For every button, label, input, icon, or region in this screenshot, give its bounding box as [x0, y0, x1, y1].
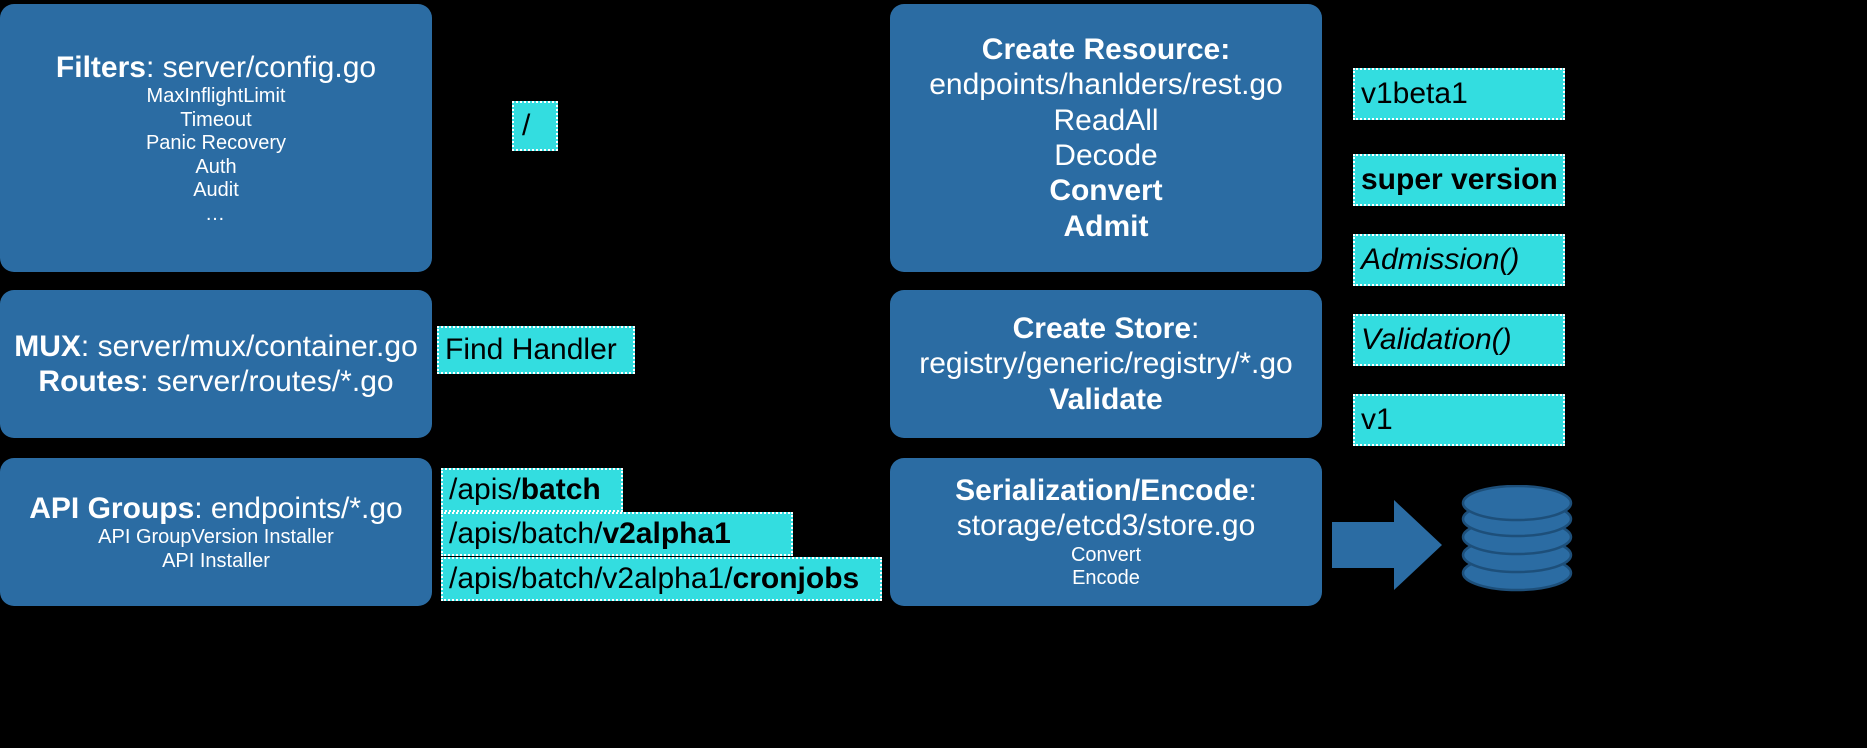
api-groups-header: API Groups: endpoints/*.go	[29, 491, 403, 526]
filters-item-4: Audit	[193, 179, 239, 202]
api-groups-box: API Groups: endpoints/*.go API GroupVers…	[0, 458, 432, 606]
api-groups-header-rest: : endpoints/*.go	[194, 491, 403, 525]
filters-box: Filters: server/config.go MaxInflightLim…	[0, 4, 432, 272]
filters-header: Filters: server/config.go	[56, 50, 376, 85]
serialization-path: storage/etcd3/store.go	[956, 509, 1256, 543]
path-label-v2alpha1-prefix: /apis/batch/	[449, 517, 603, 550]
arrow-to-datastore-icon	[1332, 500, 1442, 590]
path-label-batch-bold: batch	[520, 473, 601, 506]
root-path-label[interactable]: /	[512, 101, 558, 151]
version-label-v1beta1[interactable]: v1beta1	[1353, 68, 1565, 120]
create-resource-step-convert: Convert	[1049, 174, 1163, 208]
filters-item-3: Auth	[195, 155, 237, 178]
filters-item-2: Panic Recovery	[145, 132, 287, 155]
version-label-validation[interactable]: Validation()	[1353, 314, 1565, 366]
create-resource-box: Create Resource: endpoints/hanlders/rest…	[890, 4, 1322, 272]
serialization-item-encode: Encode	[1072, 567, 1140, 590]
create-resource-step-readall: ReadAll	[1053, 103, 1159, 137]
mux-label-rest: : server/mux/container.go	[80, 329, 418, 363]
version-label-v1[interactable]: v1	[1353, 394, 1565, 446]
create-store-step-validate: Validate	[1049, 382, 1163, 416]
serialization-header-bold: Serialization/Encode	[955, 474, 1249, 508]
serialization-encode-box: Serialization/Encode: storage/etcd3/stor…	[890, 458, 1322, 606]
etcd-datastore-icon	[1461, 485, 1573, 592]
routes-line: Routes: server/routes/*.go	[38, 364, 393, 399]
api-groups-item-1: API Installer	[162, 549, 270, 572]
routes-label-bold: Routes	[38, 365, 141, 398]
filters-item-1: Timeout	[180, 108, 252, 131]
serialization-header: Serialization/Encode:	[955, 473, 1257, 508]
path-label-v2alpha1[interactable]: /apis/batch/v2alpha1	[441, 512, 793, 556]
routes-label-rest: : server/routes/*.go	[140, 365, 394, 398]
version-label-super-version[interactable]: super version	[1353, 154, 1565, 206]
serialization-header-rest: :	[1248, 474, 1257, 508]
filters-item-0: MaxInflightLimit	[146, 84, 286, 107]
mux-routes-box: MUX: server/mux/container.go Routes: ser…	[0, 290, 432, 438]
create-store-header-bold: Create Store	[1012, 311, 1192, 345]
create-store-path: registry/generic/registry/*.go	[919, 347, 1293, 381]
filters-item-5: …	[205, 202, 227, 225]
filters-header-rest: : server/config.go	[145, 50, 377, 84]
find-handler-label[interactable]: Find Handler	[437, 326, 635, 374]
serialization-item-convert: Convert	[1070, 543, 1142, 566]
api-groups-item-0: API GroupVersion Installer	[98, 526, 334, 549]
api-groups-header-bold: API Groups	[29, 491, 195, 525]
create-resource-path: endpoints/hanlders/rest.go	[929, 68, 1283, 102]
path-label-batch[interactable]: /apis/batch	[441, 468, 623, 512]
version-label-admission[interactable]: Admission()	[1353, 234, 1565, 286]
create-resource-header: Create Resource:	[982, 32, 1230, 67]
create-store-header: Create Store:	[1013, 311, 1200, 346]
create-resource-header-bold: Create Resource:	[981, 32, 1231, 66]
filters-header-bold: Filters	[55, 50, 146, 84]
create-store-header-rest: :	[1191, 311, 1200, 345]
create-store-box: Create Store: registry/generic/registry/…	[890, 290, 1322, 438]
mux-label-bold: MUX	[14, 329, 81, 363]
create-resource-step-decode: Decode	[1054, 139, 1158, 172]
path-label-v2alpha1-bold: v2alpha1	[602, 517, 731, 550]
path-label-cronjobs[interactable]: /apis/batch/v2alpha1/cronjobs	[441, 557, 882, 601]
path-label-cronjobs-bold: cronjobs	[732, 562, 860, 595]
path-label-batch-prefix: /apis/	[449, 473, 521, 506]
path-label-cronjobs-prefix: /apis/batch/v2alpha1/	[449, 562, 733, 595]
create-resource-step-admit: Admit	[1063, 209, 1149, 243]
mux-line: MUX: server/mux/container.go	[14, 329, 418, 364]
